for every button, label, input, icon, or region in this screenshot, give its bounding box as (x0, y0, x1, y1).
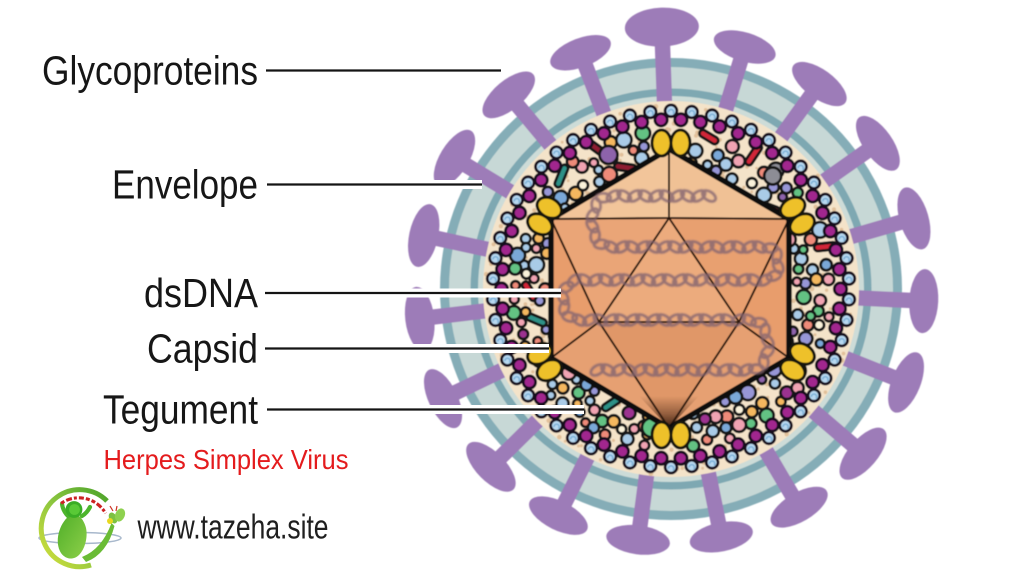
svg-text:www.tazeha.site: www.tazeha.site (137, 509, 329, 547)
svg-text:Herpes Simplex Virus: Herpes Simplex Virus (104, 444, 349, 475)
svg-text:Capsid: Capsid (147, 326, 258, 372)
svg-text:Glycoproteins: Glycoproteins (42, 48, 258, 94)
svg-text:Tegument: Tegument (103, 387, 259, 433)
svg-text:Envelope: Envelope (112, 162, 258, 208)
svg-text:dsDNA: dsDNA (144, 270, 259, 316)
